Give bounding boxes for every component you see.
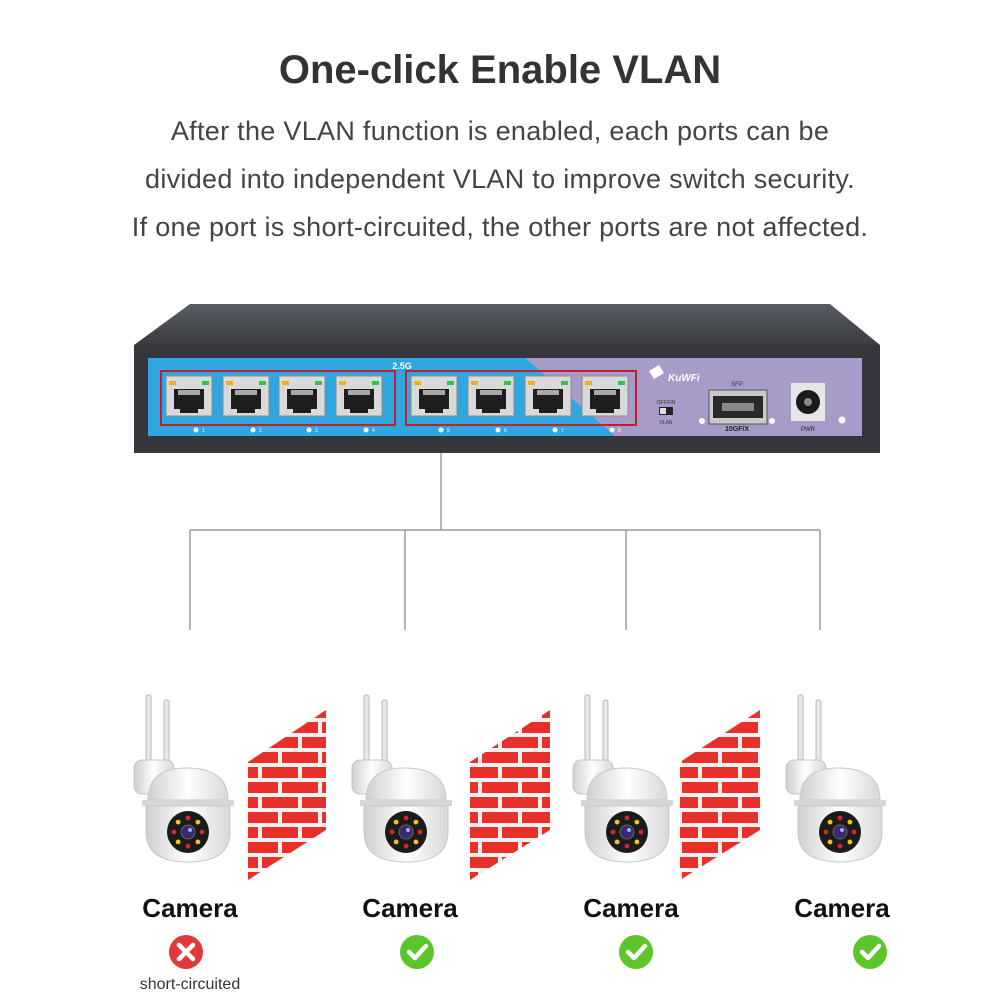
brand-logo: KuWFi [649, 365, 700, 384]
ethernet-port-5[interactable] [410, 375, 458, 417]
port-led-green [202, 381, 209, 385]
ethernet-port-2[interactable] [222, 375, 270, 417]
port-status-led [363, 427, 369, 433]
network-switch: 2.5G 1 2 3 4 5 6 7 8 KuWFi OFF/ON VLAN SFP 10GF… [134, 304, 880, 453]
ethernet-port-1[interactable] [165, 375, 213, 417]
antenna-icon [381, 699, 388, 769]
port-led-amber [471, 381, 478, 385]
vlan-switch-label-bottom: VLAN [659, 420, 672, 426]
sfp-label: SFP [731, 382, 743, 388]
check-icon [400, 935, 434, 969]
brand-name: KuWFi [668, 373, 700, 384]
port-led-amber [169, 381, 176, 385]
port-status-led [552, 427, 558, 433]
antenna-icon [163, 699, 170, 769]
camera-1 [133, 694, 234, 863]
port-led-green [259, 381, 266, 385]
ethernet-port-3[interactable] [278, 375, 326, 417]
sfp-led [699, 418, 705, 424]
status-icon-row [169, 935, 887, 969]
switch-top [134, 304, 880, 345]
vlan-switch-label-top: OFF/ON [657, 400, 676, 406]
firewall-1 [248, 710, 326, 880]
logo-mark [649, 365, 664, 379]
description-line-2: divided into independent VLAN to improve… [145, 164, 855, 194]
camera-label-4: Camera [794, 893, 890, 923]
firewall-2 [470, 710, 550, 880]
description-line-3: If one port is short-circuited, the othe… [131, 212, 869, 242]
port-status-led [306, 427, 312, 433]
short-circuit-note: short-circuited [139, 976, 241, 993]
check-icon [853, 935, 887, 969]
port-led-amber [339, 381, 346, 385]
port-status-led [438, 427, 444, 433]
port-led-amber [282, 381, 289, 385]
port-number: 1 [202, 428, 205, 434]
check-icon [619, 935, 653, 969]
page-title: One-click Enable VLAN [278, 48, 722, 92]
power-led [838, 416, 846, 424]
port-led-green [372, 381, 379, 385]
port-led-green [618, 381, 625, 385]
port-status-led [193, 427, 199, 433]
port-number: 6 [504, 428, 507, 434]
port-number: 7 [561, 428, 564, 434]
antenna-icon [797, 694, 804, 766]
port-led-amber [226, 381, 233, 385]
antenna-icon [815, 699, 822, 769]
port-status-led [609, 427, 615, 433]
port-status-led [495, 427, 501, 433]
port-led-amber [414, 381, 421, 385]
description-line-1: After the VLAN function is enabled, each… [170, 116, 830, 146]
camera-3 [572, 694, 673, 863]
port-group-1 [160, 370, 396, 426]
camera-label-2: Camera [362, 893, 458, 923]
ethernet-port-8[interactable] [581, 375, 629, 417]
sfp-port-label: 10GF/X [725, 426, 749, 433]
port-row: 1 2 3 4 5 6 7 8 [165, 375, 629, 434]
antenna-icon [363, 694, 370, 766]
port-led-green [315, 381, 322, 385]
camera-label-3: Camera [583, 893, 679, 923]
port-number: 5 [447, 428, 450, 434]
port-led-amber [585, 381, 592, 385]
antenna-icon [602, 699, 609, 769]
camera-row [133, 694, 886, 863]
speed-label: 2.5G [392, 361, 412, 371]
antenna-icon [145, 694, 152, 766]
ethernet-port-4[interactable] [335, 375, 383, 417]
port-number: 3 [315, 428, 318, 434]
x-icon [169, 935, 203, 969]
connection-lines [189, 453, 821, 630]
camera-2 [351, 694, 452, 863]
port-led-green [504, 381, 511, 385]
port-led-amber [528, 381, 535, 385]
antenna-icon [584, 694, 591, 766]
port-led-green [561, 381, 568, 385]
ethernet-port-7[interactable] [524, 375, 572, 417]
port-group-2 [405, 370, 637, 426]
camera-label-1: Camera [142, 893, 238, 923]
power-label: PWR [801, 427, 816, 433]
camera-4 [785, 694, 886, 863]
port-status-led [250, 427, 256, 433]
ethernet-port-6[interactable] [467, 375, 515, 417]
firewall-3 [680, 710, 760, 880]
port-led-green [447, 381, 454, 385]
port-number: 8 [618, 428, 621, 434]
port-number: 2 [259, 428, 262, 434]
port-number: 4 [372, 428, 375, 434]
